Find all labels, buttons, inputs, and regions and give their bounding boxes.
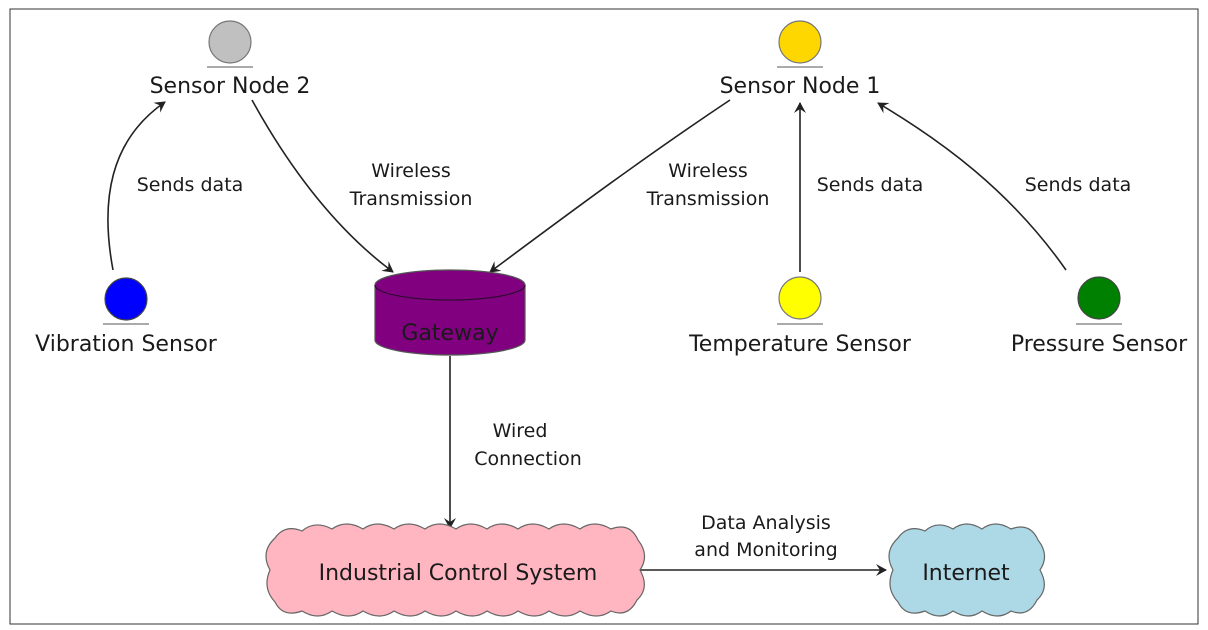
diagram-frame [9,8,1199,625]
edge-vibration-to-node2 [107,101,166,271]
edge-label-node2-to-gateway-line1: Wireless [371,160,451,182]
nodes: Sensor Node 2 Sensor Node 1 Vibration Se… [35,20,1188,617]
gateway-label: Gateway [401,321,498,346]
gateway-cylinder-rim [374,284,526,301]
edge-label-ics-to-internet-line2: and Monitoring [694,539,837,561]
node-sensor-node-2[interactable]: Sensor Node 2 [150,20,311,99]
edge-pressure-to-node1 [877,102,1067,271]
edge-node1-to-gateway [489,99,731,273]
edge-label-vibration-to-node2: Sends data [137,174,244,196]
edge-label-node1-to-gateway-line1: Wireless [668,160,748,182]
edge-label-node1-to-gateway-line2: Transmission [646,188,770,210]
node-temperature-sensor[interactable]: Temperature Sensor [688,276,912,357]
edge-label-gateway-to-ics-line1: Wired [493,420,548,442]
node-gateway[interactable]: Gateway [374,269,526,356]
sensor-node-1-icon [778,20,822,64]
edge-label-node2-to-gateway-line2: Transmission [349,188,473,210]
edges: Sends data Wireless Transmission Wireles… [107,99,1132,576]
edge-node2-to-gateway [251,99,394,273]
edge-label-gateway-to-ics-line2: Connection [474,448,582,470]
internet-label: Internet [922,561,1010,586]
ics-label: Industrial Control System [319,561,598,586]
node-internet[interactable]: Internet [888,523,1046,617]
ics-cloud-shape [265,523,646,617]
sensor-node-2-icon [208,20,252,64]
vibration-sensor-label: Vibration Sensor [35,332,218,357]
temperature-sensor-label: Temperature Sensor [688,332,912,357]
edge-label-temperature-to-node1: Sends data [817,174,924,196]
gateway-cylinder-body [374,285,526,356]
node-vibration-sensor[interactable]: Vibration Sensor [35,277,218,357]
pressure-sensor-label: Pressure Sensor [1011,332,1188,357]
sensor-node-2-label: Sensor Node 2 [150,74,311,99]
sensor-node-1-label: Sensor Node 1 [720,74,881,99]
internet-cloud-shape [888,523,1046,617]
pressure-sensor-icon [1077,276,1121,320]
temperature-sensor-icon [778,276,822,320]
node-industrial-control-system[interactable]: Industrial Control System [265,523,646,617]
node-sensor-node-1[interactable]: Sensor Node 1 [720,20,881,99]
vibration-sensor-icon [104,277,148,321]
edge-label-ics-to-internet-line1: Data Analysis [701,512,831,534]
node-pressure-sensor[interactable]: Pressure Sensor [1011,276,1188,357]
edge-label-pressure-to-node1: Sends data [1025,174,1132,196]
